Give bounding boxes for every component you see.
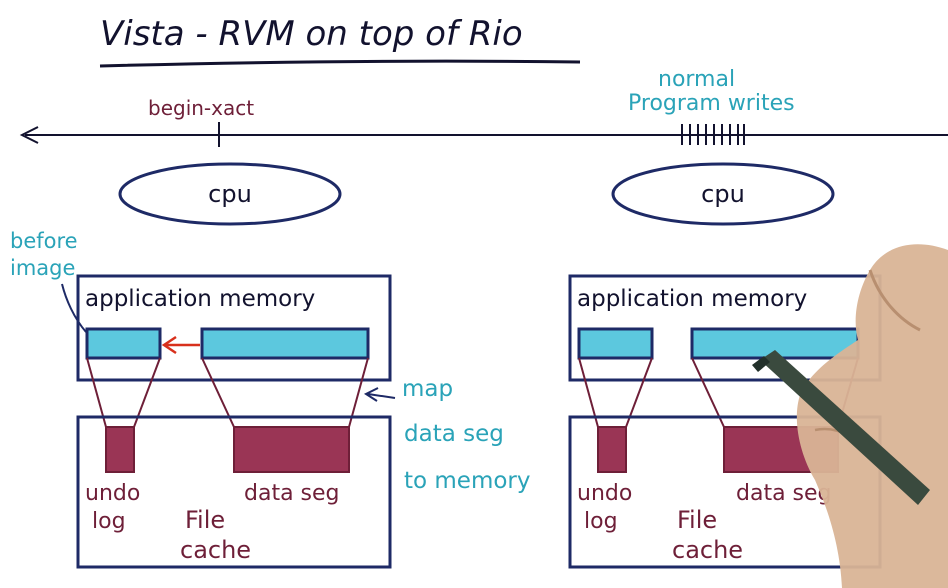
- map-note-line2: data seg: [404, 421, 504, 447]
- page-title: Vista - RVM on top of Rio: [100, 14, 523, 54]
- left-data-seg-label: data seg: [244, 481, 340, 506]
- right-app-memory-label: application memory: [577, 286, 807, 312]
- right-cache-label: cache: [672, 536, 743, 564]
- copy-arrow: [164, 337, 200, 353]
- left-before-image-region: [87, 329, 160, 358]
- left-app-memory-label: application memory: [85, 286, 315, 312]
- left-undo-log-block: [106, 427, 134, 472]
- right-cpu-label: cpu: [701, 180, 745, 208]
- left-data-seg-block: [234, 427, 349, 472]
- left-file-label: File: [185, 506, 225, 534]
- map-note-arrow: [366, 388, 395, 401]
- program-writes-label: Program writes: [628, 91, 795, 116]
- map-note-line1: map: [402, 376, 453, 402]
- begin-xact-label: begin-xact: [148, 96, 254, 120]
- before-image-pointer: [62, 284, 86, 332]
- before-image-label-line1: before: [10, 229, 78, 253]
- before-image-label-line2: image: [10, 256, 75, 280]
- left-mapped-data-region: [202, 329, 368, 358]
- left-cpu-label: cpu: [208, 180, 252, 208]
- right-file-label: File: [677, 506, 717, 534]
- left-log-label: log: [92, 509, 126, 534]
- map-note-line3: to memory: [404, 468, 531, 494]
- left-cache-label: cache: [180, 536, 251, 564]
- right-undo-label: undo: [577, 481, 632, 506]
- right-before-image-region: [579, 329, 652, 358]
- title-underline: [100, 61, 580, 66]
- right-undo-log-block: [598, 427, 626, 472]
- normal-label: normal: [658, 67, 735, 92]
- left-undo-label: undo: [85, 481, 140, 506]
- left-panel: cpu before image application memory undo…: [10, 164, 390, 567]
- right-log-label: log: [584, 509, 618, 534]
